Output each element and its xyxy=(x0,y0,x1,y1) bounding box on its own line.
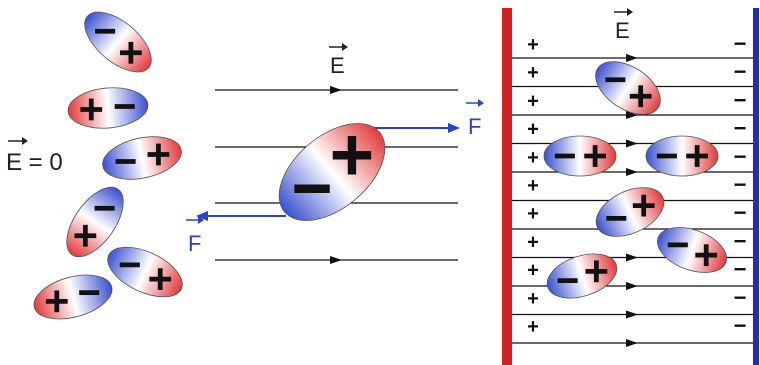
negative-plate-sign: − xyxy=(734,228,747,253)
positive-plate-sign: + xyxy=(527,34,539,56)
dipole-body xyxy=(102,136,182,180)
negative-plate-sign: − xyxy=(734,285,747,310)
field-line-arrowhead xyxy=(626,339,638,347)
capacitor-panel: + − + − + − + − + − + − + − + − + − + − + − E xyxy=(502,8,759,365)
dipole-body xyxy=(84,11,152,73)
capacitor-field-vector-arrow xyxy=(614,8,633,16)
dipole-body xyxy=(33,274,113,320)
capacitor-field-label: E xyxy=(615,18,630,43)
positive-sign xyxy=(585,260,608,283)
positive-plate-sign: + xyxy=(527,231,539,253)
field-line-arrowhead xyxy=(626,253,638,262)
plate-charge-signs: + − + − + − + − + − + − + − + − + − + − + − xyxy=(527,31,746,338)
force-label-left: F xyxy=(188,231,201,256)
positive-plate xyxy=(502,8,512,365)
negative-plate-sign: − xyxy=(734,87,747,112)
negative-plate-sign: − xyxy=(734,59,747,84)
positive-plate-sign: + xyxy=(527,90,539,112)
dipole xyxy=(107,246,183,298)
negative-plate-sign: − xyxy=(734,116,747,141)
dipole xyxy=(67,87,149,129)
positive-plate-sign: + xyxy=(527,147,539,169)
positive-sign xyxy=(74,224,97,247)
dipole-body xyxy=(107,246,183,298)
positive-sign xyxy=(629,85,652,108)
force-right-vector-arrow xyxy=(466,99,484,107)
positive-plate-sign: + xyxy=(527,175,539,197)
zero-field-label: E = 0 xyxy=(6,149,63,176)
dipole-body xyxy=(657,227,727,273)
negative-plate-sign: − xyxy=(734,200,747,225)
field-line-arrowhead xyxy=(626,310,638,319)
positive-plate-sign: + xyxy=(527,119,539,141)
dipole-body xyxy=(66,186,124,258)
positive-sign xyxy=(147,143,170,166)
aligned-dipole xyxy=(595,61,661,115)
positive-sign xyxy=(686,145,708,167)
positive-sign xyxy=(45,290,68,313)
center-field-label: E xyxy=(330,53,345,78)
aligned-dipole xyxy=(595,187,665,237)
force-label-right: F xyxy=(468,114,481,139)
field-line-arrowhead xyxy=(626,282,638,290)
dipole xyxy=(84,11,152,73)
aligned-dipole xyxy=(546,253,618,299)
dipole-body xyxy=(543,135,617,177)
dipole-body xyxy=(278,123,386,221)
dipole-body xyxy=(546,253,618,299)
field-line-arrowhead xyxy=(626,139,638,148)
center-field-vector-arrow xyxy=(329,43,348,51)
positive-plate-sign: + xyxy=(527,316,539,338)
positive-sign xyxy=(80,98,103,121)
field-line-arrowhead xyxy=(626,111,638,119)
negative-plate-sign: − xyxy=(734,31,747,56)
positive-sign xyxy=(632,194,655,217)
aligned-dipole xyxy=(543,135,617,177)
positive-sign xyxy=(695,244,718,267)
large-dipole xyxy=(278,123,386,221)
dipole-body xyxy=(67,87,149,129)
dipole-body xyxy=(645,135,719,177)
no-field-panel: E = 0 xyxy=(6,137,63,176)
positive-plate-sign: + xyxy=(527,62,539,84)
field-line-arrowhead xyxy=(626,168,638,176)
aligned-dipole xyxy=(645,135,719,177)
field-line-arrowhead xyxy=(626,54,638,62)
zero-field-vector-arrow xyxy=(8,137,28,145)
dipole-body xyxy=(595,187,665,237)
dipoles xyxy=(33,11,727,320)
aligned-dipole xyxy=(657,227,727,273)
negative-plate-sign: − xyxy=(734,172,747,197)
positive-plate-sign: + xyxy=(527,260,539,282)
force-left-vector-arrow xyxy=(186,216,204,224)
negative-plate xyxy=(753,8,759,365)
positive-sign xyxy=(332,136,372,175)
dipole xyxy=(102,136,182,180)
positive-sign xyxy=(119,41,142,64)
negative-plate-sign: − xyxy=(734,313,747,338)
positive-sign xyxy=(584,145,606,167)
positive-plate-sign: + xyxy=(527,203,539,225)
negative-plate-sign: − xyxy=(734,144,747,169)
dipole-body xyxy=(595,61,661,115)
positive-plate-sign: + xyxy=(527,288,539,310)
dipole xyxy=(66,186,124,258)
positive-sign xyxy=(149,268,172,290)
dipole xyxy=(33,274,113,320)
negative-plate-sign: − xyxy=(734,257,747,282)
